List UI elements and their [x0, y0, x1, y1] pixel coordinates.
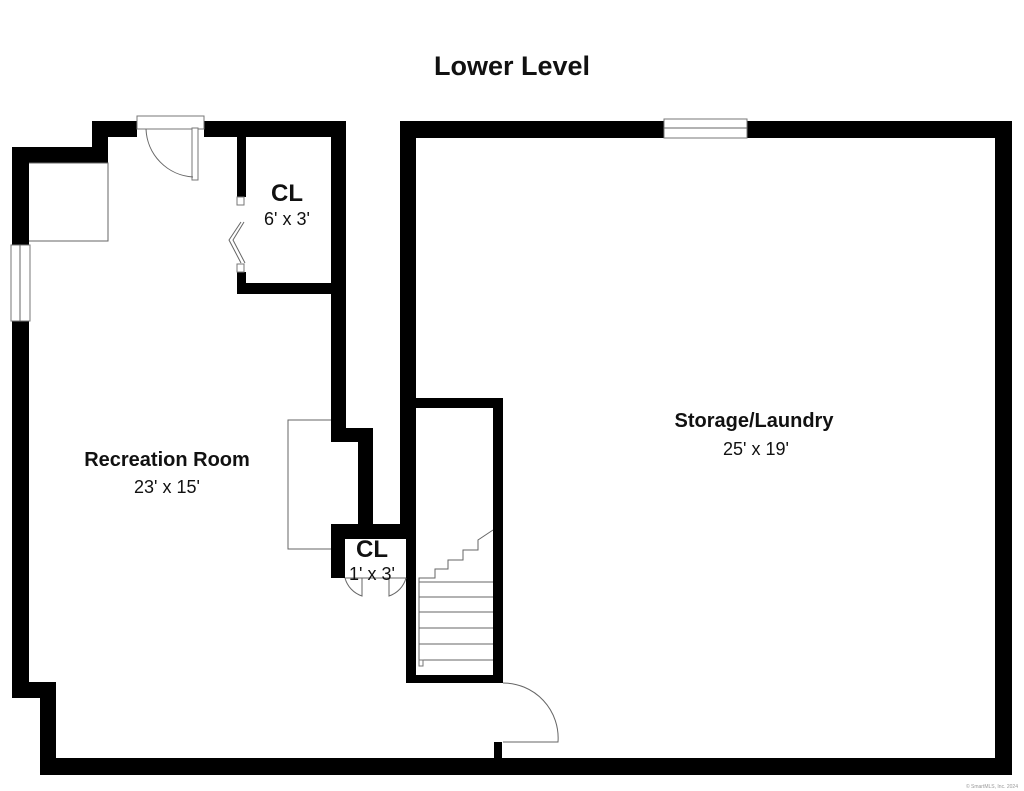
- door-closet-lower: [344, 577, 407, 597]
- storage-laundry-name: Storage/Laundry: [675, 410, 835, 432]
- hearth: [287, 419, 331, 550]
- fixtures: [29, 162, 331, 550]
- wall-top-left-a: [92, 121, 137, 137]
- closet-upper-dims: 6' x 3': [264, 209, 310, 229]
- wall-closet-lower-left: [331, 524, 345, 578]
- storage-laundry-dims: 25' x 19': [723, 439, 789, 459]
- wall-chase-left: [358, 428, 373, 539]
- recreation-room-dims: 23' x 15': [134, 477, 200, 497]
- wall-stair-bottom: [406, 675, 503, 683]
- closet-upper-name: CL: [271, 180, 303, 207]
- wall-closet-upper-right: [331, 121, 346, 431]
- door-top-entry: [136, 115, 205, 181]
- window-top: [663, 118, 748, 139]
- plan-title: Lower Level: [434, 51, 590, 81]
- wall-stair-top: [406, 398, 502, 408]
- walls: [12, 121, 1012, 775]
- wall-nook-top: [12, 147, 108, 163]
- wall-top-left-b: [204, 121, 346, 137]
- wall-stair-left: [406, 398, 416, 683]
- windows: [10, 118, 748, 322]
- window-left: [10, 244, 31, 322]
- wall-top-right-a: [400, 121, 664, 138]
- wall-bottom-left-side: [40, 682, 56, 774]
- closet-lower-dims: 1' x 3': [349, 564, 395, 584]
- stairs: [418, 529, 494, 667]
- copyright-notice: © SmartMLS, Inc. 2024: [966, 783, 1018, 790]
- recreation-room-name: Recreation Room: [84, 449, 250, 471]
- wall-closet-upper-stub-bottom: [237, 272, 246, 294]
- door-closet-upper: [228, 196, 246, 273]
- entry-landing: [29, 162, 109, 242]
- wall-top-right-b: [747, 121, 1012, 138]
- wall-left: [12, 147, 29, 682]
- wall-closet-lower-top: [331, 524, 416, 539]
- wall-stair-right: [493, 398, 503, 683]
- doors: [136, 115, 559, 758]
- wall-closet-upper-bottom: [237, 283, 346, 294]
- wall-closet-upper-stub-top: [237, 137, 246, 197]
- wall-right: [995, 121, 1012, 775]
- wall-bottom: [40, 758, 1012, 775]
- closet-lower-name: CL: [356, 536, 388, 563]
- door-bottom: [494, 682, 559, 758]
